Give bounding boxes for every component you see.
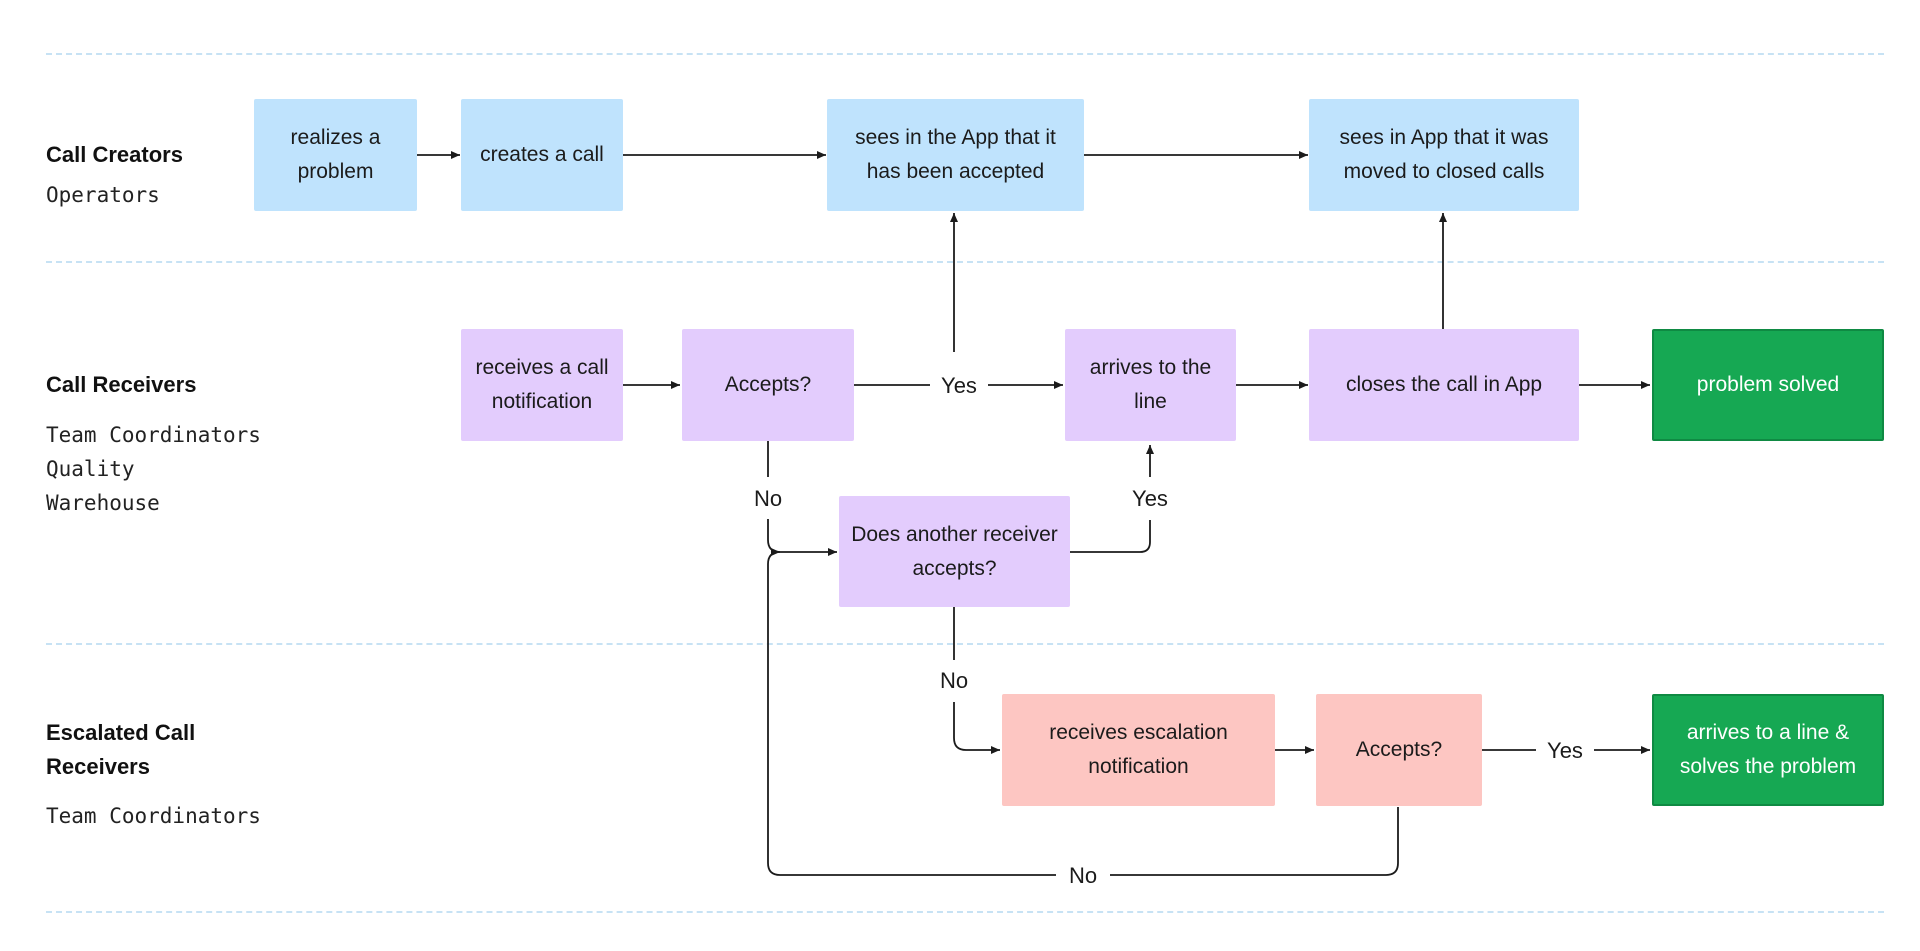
lane-divider-receivers-escalated <box>46 643 1884 645</box>
edge-no-to-escalation <box>953 702 1000 754</box>
node-sees-closed-label: sees in App that it was moved to closed … <box>1339 126 1549 183</box>
node-accepts-escalation-label: Accepts? <box>1355 738 1443 761</box>
node-sees-accepted: sees in the App that it has been accepte… <box>827 99 1084 211</box>
node-realizes-problem-label: realizes a problem <box>290 126 381 183</box>
node-receives-notification: receives a call notification <box>461 329 623 441</box>
edge-label-yes-accepts: Yes <box>941 373 977 398</box>
lane-subtitle-team-coordinators: Team Coordinators <box>46 804 261 828</box>
node-receives-escalation: receives escalation notification <box>1002 694 1275 806</box>
lane-subtitle-operators: Operators <box>46 183 160 207</box>
lane-title-call-receivers: Call Receivers <box>46 372 197 397</box>
node-sees-accepted-label: sees in the App that it has been accepte… <box>855 126 1056 183</box>
node-arrives-line-label: arrives to the line <box>1089 356 1212 413</box>
node-problem-solved-label: problem solved <box>1696 373 1840 396</box>
edge-label-no-escalation: No <box>1069 863 1097 888</box>
lane-divider-creators-receivers <box>46 261 1884 263</box>
edge-no-to-another-receiver <box>767 519 837 556</box>
node-closes-call-label: closes the call in App <box>1345 373 1543 396</box>
lane-divider-bottom <box>46 911 1884 913</box>
lane-divider-top <box>46 53 1884 55</box>
lane-subtitle-receiver-teams: Team Coordinators Quality Warehouse <box>46 423 261 515</box>
node-problem-solved: problem solved <box>1652 329 1884 441</box>
node-receives-notification-label: receives a call notification <box>475 356 609 413</box>
node-arrives-solves-label: arrives to a line & solves the problem <box>1679 721 1857 778</box>
node-sees-closed: sees in App that it was moved to closed … <box>1309 99 1579 211</box>
node-accepts-decision-label: Accepts? <box>724 373 812 396</box>
node-receives-escalation-label: receives escalation notification <box>1049 721 1228 778</box>
node-arrives-line: arrives to the line <box>1065 329 1236 441</box>
edge-accepts2-no-down-left <box>1110 807 1399 876</box>
edge-label-no-accepts: No <box>754 486 782 511</box>
node-accepts-escalation: Accepts? <box>1316 694 1482 806</box>
node-another-receiver-label: Does another receiver accepts? <box>851 522 1058 580</box>
node-another-receiver: Does another receiver accepts? <box>839 496 1070 607</box>
node-closes-call: closes the call in App <box>1309 329 1579 441</box>
edge-label-yes-another: Yes <box>1132 486 1168 511</box>
edge-label-no-another: No <box>940 668 968 693</box>
node-realizes-problem: realizes a problem <box>254 99 417 211</box>
node-creates-call: creates a call <box>461 99 623 211</box>
edge-another-yes-to-arrives <box>1070 520 1151 553</box>
lane-title-call-creators: Call Creators <box>46 142 183 167</box>
edge-label-yes-escalation: Yes <box>1547 738 1583 763</box>
node-arrives-solves: arrives to a line & solves the problem <box>1652 694 1884 806</box>
node-creates-call-label: creates a call <box>480 143 604 166</box>
node-accepts-decision: Accepts? <box>682 329 854 441</box>
edge-no-loop-back <box>767 548 1056 876</box>
lane-title-escalated-receivers: Escalated Call Receivers <box>46 720 196 779</box>
